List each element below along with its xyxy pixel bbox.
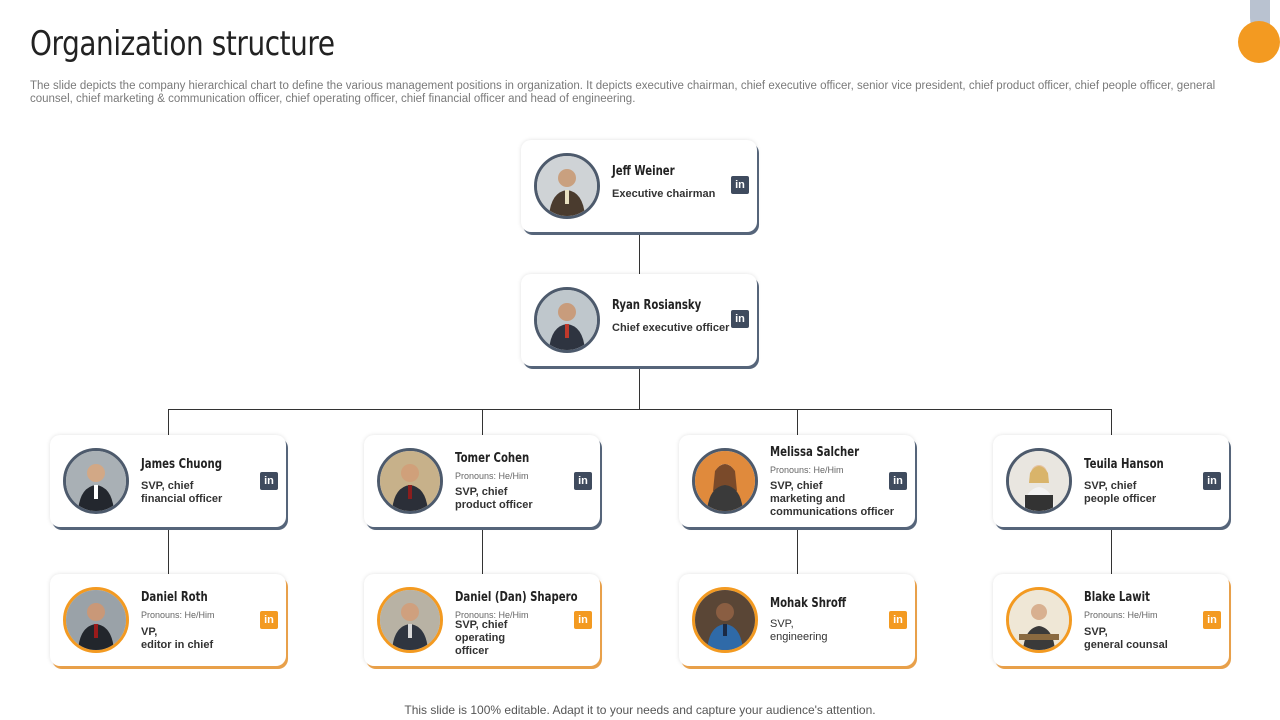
- person-name: Teuila Hanson: [1084, 457, 1164, 472]
- connector-cpo-coo: [482, 527, 483, 575]
- person-pronouns: Pronouns: He/Him: [455, 471, 529, 481]
- connector-bus-cpo: [482, 409, 483, 437]
- decorative-orange-circle: [1238, 21, 1280, 63]
- avatar: [1006, 587, 1072, 653]
- avatar: [692, 448, 758, 514]
- person-name: Melissa Salcher: [770, 445, 860, 460]
- person-name: Blake Lawit: [1084, 590, 1150, 605]
- org-card-cfo: James Chuong SVP, chief financial office…: [50, 435, 286, 527]
- person-name: Ryan Rosiansky: [612, 298, 702, 313]
- page-subtitle: The slide depicts the company hierarchic…: [30, 80, 1216, 105]
- linkedin-icon[interactable]: in: [260, 472, 278, 490]
- org-card-ceo: Ryan Rosiansky Chief executive officer i…: [521, 274, 757, 366]
- person-role: SVP, chief product officer: [455, 486, 533, 511]
- person-role: VP, editor in chief: [141, 626, 214, 651]
- org-card-coo: Daniel (Dan) Shapero Pronouns: He/Him SV…: [364, 574, 600, 666]
- connector-chro-counsel: [1111, 527, 1112, 575]
- connector-horizontal-bus: [168, 409, 1112, 410]
- linkedin-icon[interactable]: in: [574, 611, 592, 629]
- person-name: Jeff Weiner: [612, 164, 675, 179]
- org-card-counsel: Blake Lawit Pronouns: He/Him SVP, genera…: [993, 574, 1229, 666]
- person-name: Daniel Roth: [141, 590, 208, 605]
- linkedin-icon[interactable]: in: [731, 310, 749, 328]
- linkedin-icon[interactable]: in: [1203, 472, 1221, 490]
- linkedin-icon[interactable]: in: [731, 176, 749, 194]
- avatar: [1006, 448, 1072, 514]
- avatar: [534, 287, 600, 353]
- avatar: [377, 448, 443, 514]
- person-role: Executive chairman: [612, 188, 716, 200]
- org-card-chro: Teuila Hanson SVP, chief people officer …: [993, 435, 1229, 527]
- linkedin-icon[interactable]: in: [889, 472, 907, 490]
- person-role: SVP, chief financial officer: [141, 480, 223, 505]
- person-role: SVP, chief marketing and communications …: [770, 480, 895, 518]
- person-pronouns: Pronouns: He/Him: [770, 465, 844, 475]
- connector-chairman-ceo: [639, 232, 640, 276]
- person-role: Chief executive officer: [612, 322, 730, 334]
- connector-cmo-eng: [797, 527, 798, 575]
- org-card-editor: Daniel Roth Pronouns: He/Him VP, editor …: [50, 574, 286, 666]
- person-name: Mohak Shroff: [770, 596, 847, 611]
- person-name: Tomer Cohen: [455, 451, 530, 466]
- person-role: SVP, chief people officer: [1084, 480, 1157, 505]
- linkedin-icon[interactable]: in: [260, 611, 278, 629]
- person-role: SVP, chief operating officer: [455, 619, 508, 657]
- avatar: [534, 153, 600, 219]
- avatar: [377, 587, 443, 653]
- person-pronouns: Pronouns: He/Him: [141, 610, 215, 620]
- linkedin-icon[interactable]: in: [574, 472, 592, 490]
- avatar: [63, 587, 129, 653]
- connector-bus-chro: [1111, 409, 1112, 437]
- avatar: [692, 587, 758, 653]
- person-role: SVP, general counsal: [1084, 626, 1168, 651]
- person-pronouns: Pronouns: He/Him: [1084, 610, 1158, 620]
- org-card-chairman: Jeff Weiner Executive chairman in: [521, 140, 757, 232]
- connector-cfo-editor: [168, 527, 169, 575]
- linkedin-icon[interactable]: in: [1203, 611, 1221, 629]
- org-card-cpo: Tomer Cohen Pronouns: He/Him SVP, chief …: [364, 435, 600, 527]
- connector-bus-cfo: [168, 409, 169, 437]
- connector-ceo-bus: [639, 366, 640, 410]
- person-role: SVP, engineering: [770, 618, 828, 643]
- org-card-engineering: Mohak Shroff SVP, engineering in: [679, 574, 915, 666]
- connector-bus-cmo: [797, 409, 798, 437]
- footer-note: This slide is 100% editable. Adapt it to…: [404, 703, 876, 717]
- avatar: [63, 448, 129, 514]
- page-title: Organization structure: [30, 24, 335, 64]
- person-name: James Chuong: [141, 457, 222, 472]
- org-card-cmo: Melissa Salcher Pronouns: He/Him SVP, ch…: [679, 435, 915, 527]
- person-pronouns: Pronouns: He/Him: [455, 610, 529, 620]
- linkedin-icon[interactable]: in: [889, 611, 907, 629]
- person-name: Daniel (Dan) Shapero: [455, 590, 578, 605]
